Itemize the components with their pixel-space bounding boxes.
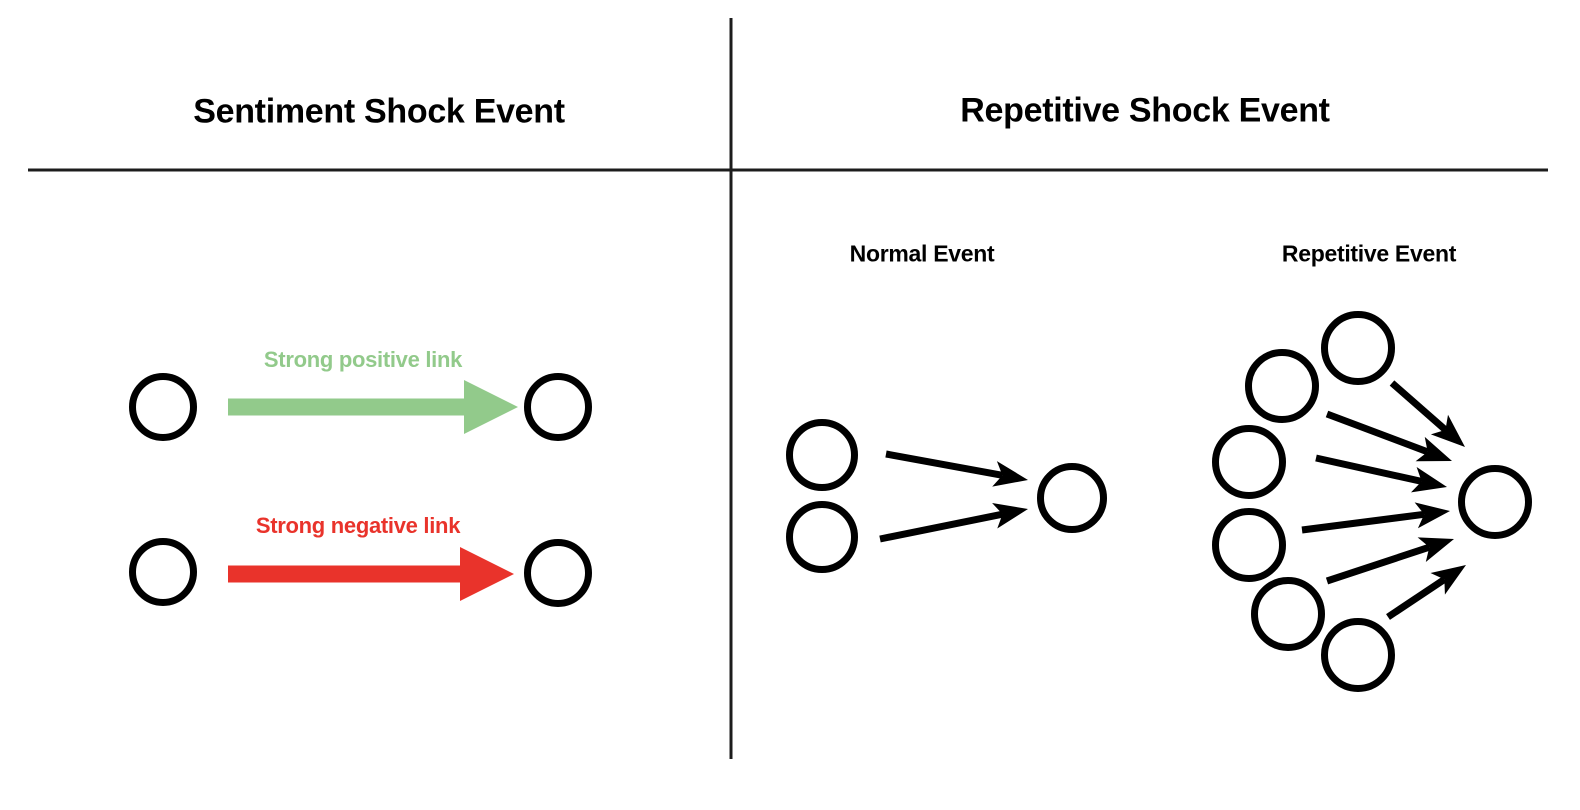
repetitive-event-edge-5-head [1417, 537, 1454, 563]
negative-link-label: Strong negative link [255, 513, 461, 538]
normal-event-edge-1-head [992, 461, 1028, 487]
repetitive-event-edge-5-line [1325, 543, 1431, 585]
repetitive-event-edge-6-line [1386, 576, 1447, 620]
repetitive-event-edge-3-line [1315, 454, 1423, 485]
repetitive-event-edge-2-head [1415, 436, 1452, 462]
positive-link-label: Strong positive link [263, 347, 463, 372]
repetitive-event-source-node-6 [1321, 618, 1395, 692]
repetitive-event-edge-2-line [1325, 410, 1429, 456]
normal-event-target-node [1037, 463, 1107, 533]
positive-link-arrow-shaft [228, 398, 464, 416]
negative-link-arrow-head [460, 547, 514, 601]
repetitive-event-label: Repetitive Event [1281, 240, 1457, 267]
repetitive-event-source-node-5 [1251, 577, 1325, 651]
repetitive-event-source-node-3 [1212, 425, 1286, 499]
normal-event-source-node-2 [786, 501, 858, 573]
normal-event-edge-2-line [879, 510, 1004, 543]
left-panel-title: Sentiment Shock Event [193, 92, 565, 131]
repetitive-event-edge-3-head [1410, 466, 1447, 493]
repetitive-event-source-node-4 [1212, 508, 1286, 582]
sentiment-positive-target-node [524, 373, 592, 441]
normal-event-source-node-1 [786, 419, 858, 491]
normal-event-edge-2-head [992, 503, 1028, 529]
normal-event-edge-1-line [885, 450, 1004, 479]
sentiment-negative-source-node [129, 538, 197, 606]
repetitive-event-edge-1-head [1430, 414, 1465, 447]
right-panel-title: Repetitive Shock Event [960, 91, 1330, 130]
negative-link-arrow-shaft [228, 565, 460, 583]
sentiment-positive-source-node [129, 373, 197, 441]
sentiment-negative-target-node [524, 539, 592, 607]
repetitive-event-edge-1-line [1389, 380, 1448, 433]
repetitive-event-source-node-2 [1245, 349, 1319, 423]
repetitive-event-edge-6-head [1430, 565, 1466, 595]
repetitive-event-edge-4-head [1414, 502, 1450, 529]
positive-link-arrow-head [464, 380, 518, 434]
normal-event-label: Normal Event [849, 240, 995, 267]
repetitive-event-edge-4-line [1301, 510, 1425, 534]
repetitive-event-target-node [1458, 465, 1532, 539]
repetitive-event-source-node-1 [1321, 311, 1395, 385]
